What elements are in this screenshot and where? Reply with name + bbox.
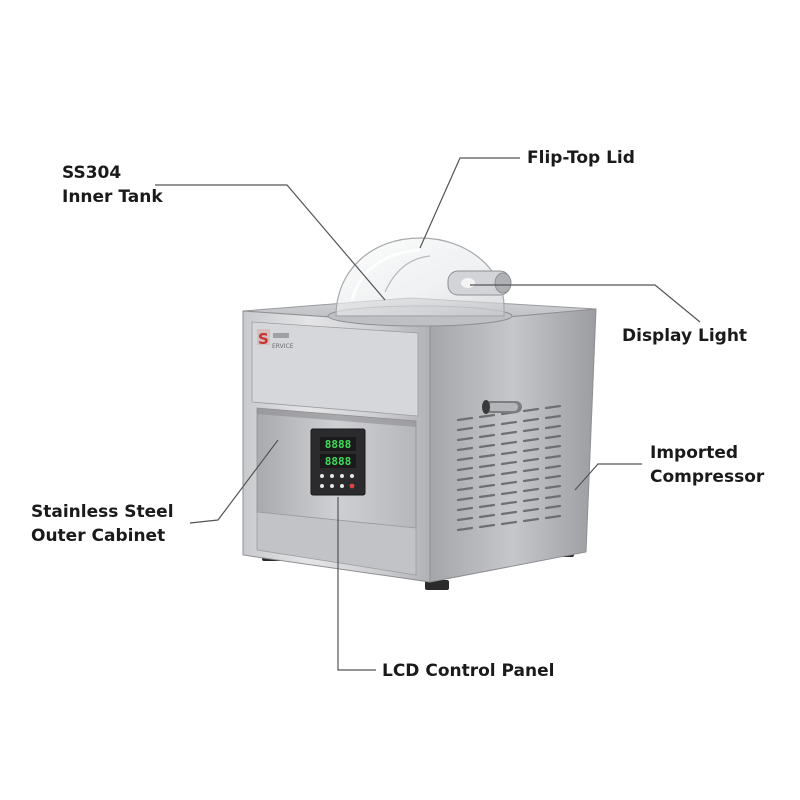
label-lcd-control-panel-text: LCD Control Panel <box>382 661 555 681</box>
cabinet-side <box>429 308 597 583</box>
label-inner-tank: SS304 Inner Tank <box>62 161 163 209</box>
lcd-control-panel: 8888 8888 <box>310 428 366 496</box>
dome-highlight <box>350 248 421 301</box>
label-display-light: Display Light <box>622 324 747 348</box>
lid-hinge-light <box>447 270 512 296</box>
label-outer-cabinet-line1: Stainless Steel <box>31 502 174 522</box>
line-flip-lid <box>419 157 520 249</box>
callout-lines <box>155 157 701 671</box>
front-lower-plate <box>256 511 417 576</box>
svg-text:ERVICE: ERVICE <box>272 343 294 350</box>
label-flip-top-lid: Flip-Top Lid <box>527 146 635 170</box>
line-outer-cabinet <box>189 439 279 524</box>
label-lcd-control-panel: LCD Control Panel <box>382 659 554 683</box>
label-compressor-line2: Compressor <box>650 467 765 487</box>
label-inner-tank-line2: Inner Tank <box>62 187 163 207</box>
label-outer-cabinet-line2: Outer Cabinet <box>31 526 166 546</box>
svg-text:8888: 8888 <box>325 455 352 468</box>
label-compressor-line1: Imported <box>650 443 739 463</box>
front-upper-plate <box>251 321 419 417</box>
foot-right-front <box>425 580 449 590</box>
brand-logo: S ERVICE <box>257 329 294 350</box>
label-inner-tank-line1: SS304 <box>62 163 122 183</box>
front-recess-shadow <box>257 408 416 427</box>
line-inner-tank <box>155 184 386 301</box>
label-display-light-text: Display Light <box>622 326 748 346</box>
svg-text:8888: 8888 <box>325 438 352 451</box>
side-valve <box>482 400 522 414</box>
line-control-panel <box>337 497 376 671</box>
svg-text:S: S <box>258 330 269 348</box>
label-compressor: Imported Compressor <box>650 441 764 489</box>
line-display-light <box>470 284 701 323</box>
label-flip-top-lid-text: Flip-Top Lid <box>527 148 635 168</box>
label-outer-cabinet: Stainless Steel Outer Cabinet <box>31 500 174 548</box>
dome-inner-edge <box>384 255 431 293</box>
line-compressor <box>574 463 642 491</box>
